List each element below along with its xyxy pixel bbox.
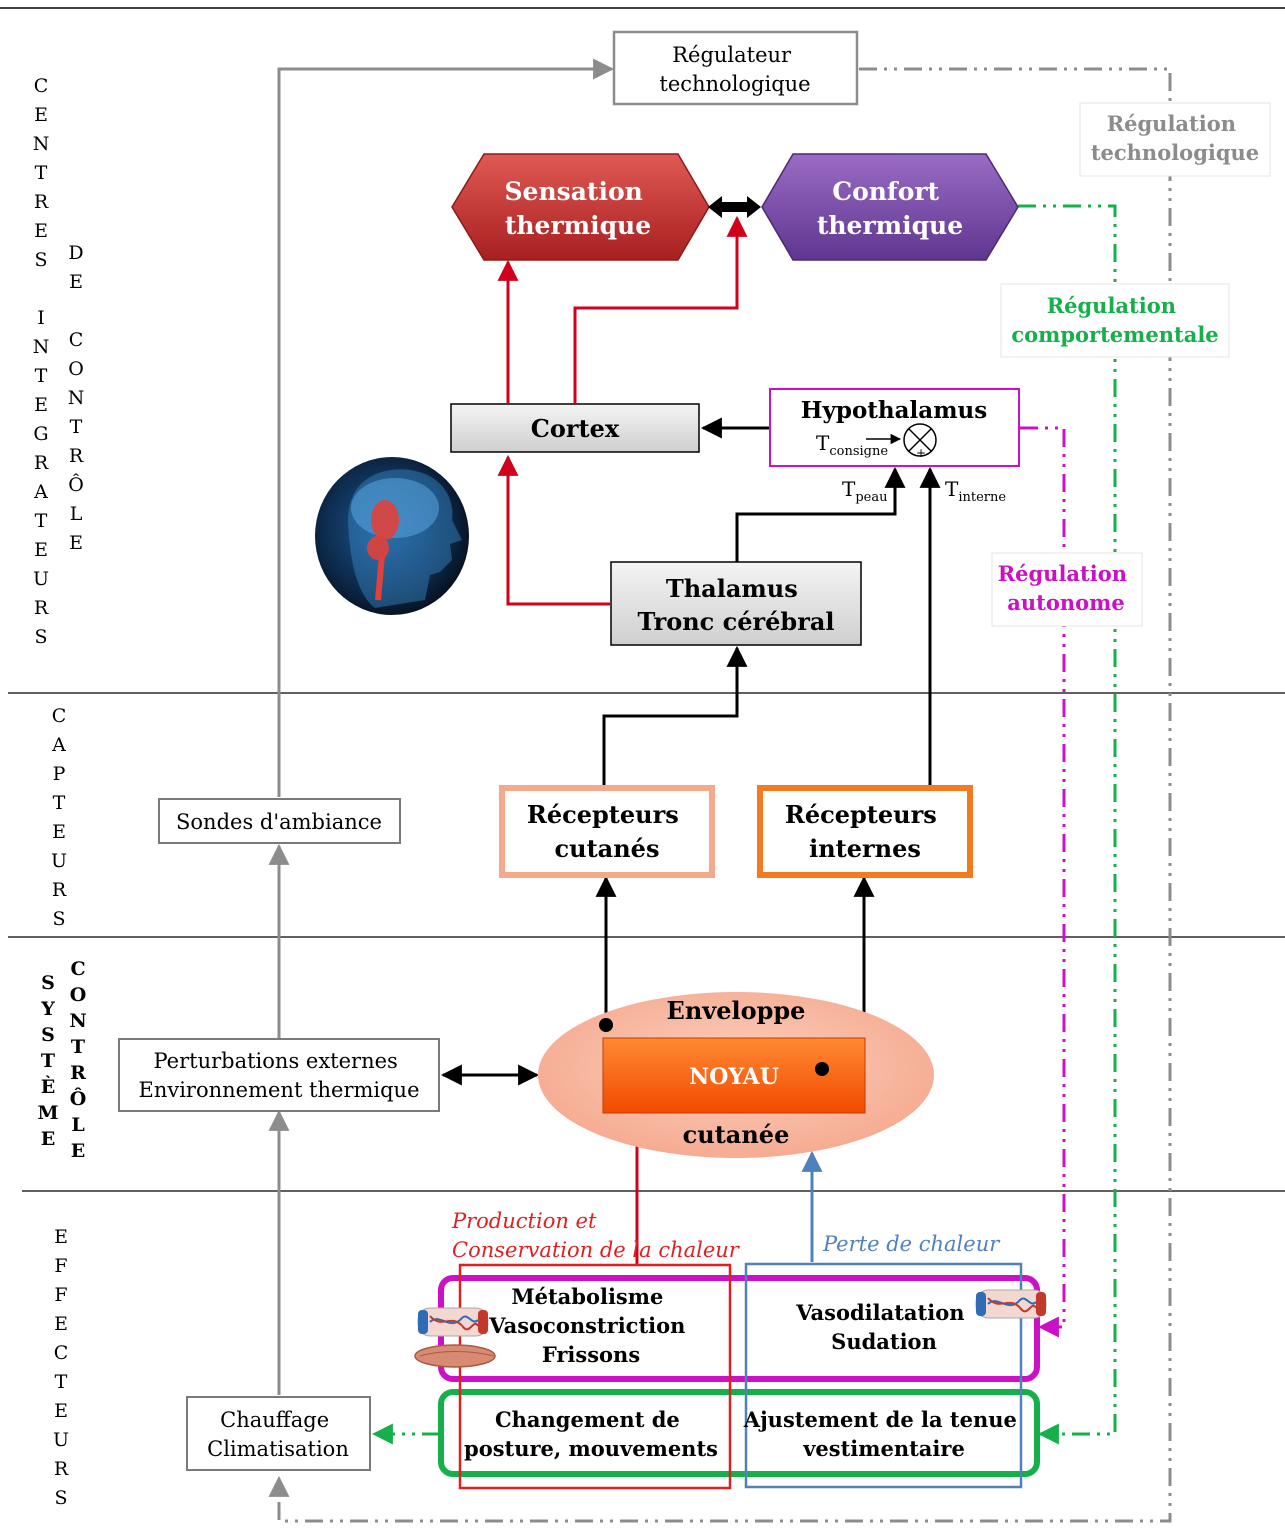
thalamus-label: Thalamus Tronc cérébral: [637, 574, 834, 636]
sondes-box: [158, 798, 401, 844]
regulation-autonome-box: [991, 552, 1143, 627]
muscle-icon: [414, 1344, 496, 1368]
sensation-hexagon: [451, 153, 710, 261]
recepteurs-internes-label: Récepteurs internes: [785, 800, 945, 863]
recepteurs-cutanes-box: [499, 785, 715, 878]
confort-hexagon: [761, 153, 1019, 261]
regulation-technologique-label: Régulation technologique: [1091, 111, 1259, 165]
thalamus-box: [610, 561, 862, 646]
regulation-technologique-box: [1079, 102, 1271, 177]
blood-vessel-icon: [417, 1307, 489, 1337]
brain-head-image: [315, 457, 469, 615]
technological-loop: [268, 58, 1172, 1523]
loss-column: [744, 1262, 1023, 1489]
metabolisme-label: Métabolisme Vasoconstriction Frissons: [488, 1284, 692, 1367]
behavioural-loop: [371, 204, 1117, 1445]
perturbations-label: Perturbations externes Environnement the…: [138, 1049, 419, 1102]
section-label-effecteurs: E F F E C T E U R S: [52, 1226, 69, 1509]
t-peau-label: Tpeau: [842, 477, 887, 505]
noyau-label: NOYAU: [689, 1064, 779, 1090]
production-label: Production et Conservation de la chaleur: [451, 1209, 741, 1262]
section-label-de-controle: D E C O N T R Ô L E: [67, 242, 85, 554]
regulateur-box: [612, 30, 859, 106]
enveloppe-label: Enveloppe: [667, 996, 806, 1025]
section-label-controle: C O N T R Ô L E: [69, 958, 87, 1162]
sondes-label: Sondes d'ambiance: [176, 810, 382, 834]
interne-connector: [815, 1062, 829, 1076]
chauffage-box: [186, 1396, 371, 1471]
black-arrows: [440, 417, 941, 1088]
section-label-capteurs: C A P T E U R S: [50, 705, 67, 930]
ajustement-label: Ajustement de la tenue vestimentaire: [743, 1407, 1024, 1461]
regulation-comportementale-label: Régulation comportementale: [1011, 293, 1218, 347]
confort-label: Confort thermique: [817, 177, 963, 240]
chauffage-label: Chauffage Climatisation: [207, 1408, 349, 1461]
blood-vessel-icon: [975, 1289, 1047, 1319]
noyau-box: [602, 1037, 866, 1114]
comparator-plus: +: [916, 446, 926, 460]
cortex-box: [450, 403, 700, 453]
section-label-systeme: S Y S T È M E: [37, 972, 59, 1150]
t-consigne-label: Tconsigne: [816, 431, 888, 459]
sensation-label: Sensation thermique: [504, 177, 651, 240]
cortex-label: Cortex: [531, 414, 620, 443]
perturbations-box: [118, 1038, 440, 1112]
behavioural-effectors-frame: [438, 1389, 1040, 1477]
recepteurs-internes-box: [757, 785, 973, 878]
regulation-autonome-label: Régulation autonome: [998, 561, 1135, 615]
production-column: [458, 1263, 732, 1490]
vasodilatation-label: Vasodilatation Sudation: [795, 1300, 972, 1354]
t-interne-label: Tinterne: [945, 477, 1006, 505]
regulateur-label: Régulateur technologique: [659, 43, 810, 96]
autonomic-loop: [1020, 426, 1066, 1338]
sensation-confort-arrow: [708, 196, 761, 218]
regulation-comportementale-box: [1000, 283, 1230, 358]
changement-label: Changement de posture, mouvements: [464, 1407, 718, 1461]
hypothalamus-box: [769, 388, 1020, 467]
cutanee-label: cutanée: [683, 1120, 790, 1149]
hypothalamus-label: Hypothalamus: [801, 397, 987, 424]
perte-label: Perte de chaleur: [822, 1232, 1001, 1256]
cutane-connector: [599, 1018, 613, 1032]
section-label-centres-integrateurs: C E N T R E S I N T E G R A T E U R S: [32, 75, 50, 648]
comparator-icon: [903, 423, 937, 457]
recepteurs-cutanes-label: Récepteurs cutanés: [527, 800, 687, 863]
